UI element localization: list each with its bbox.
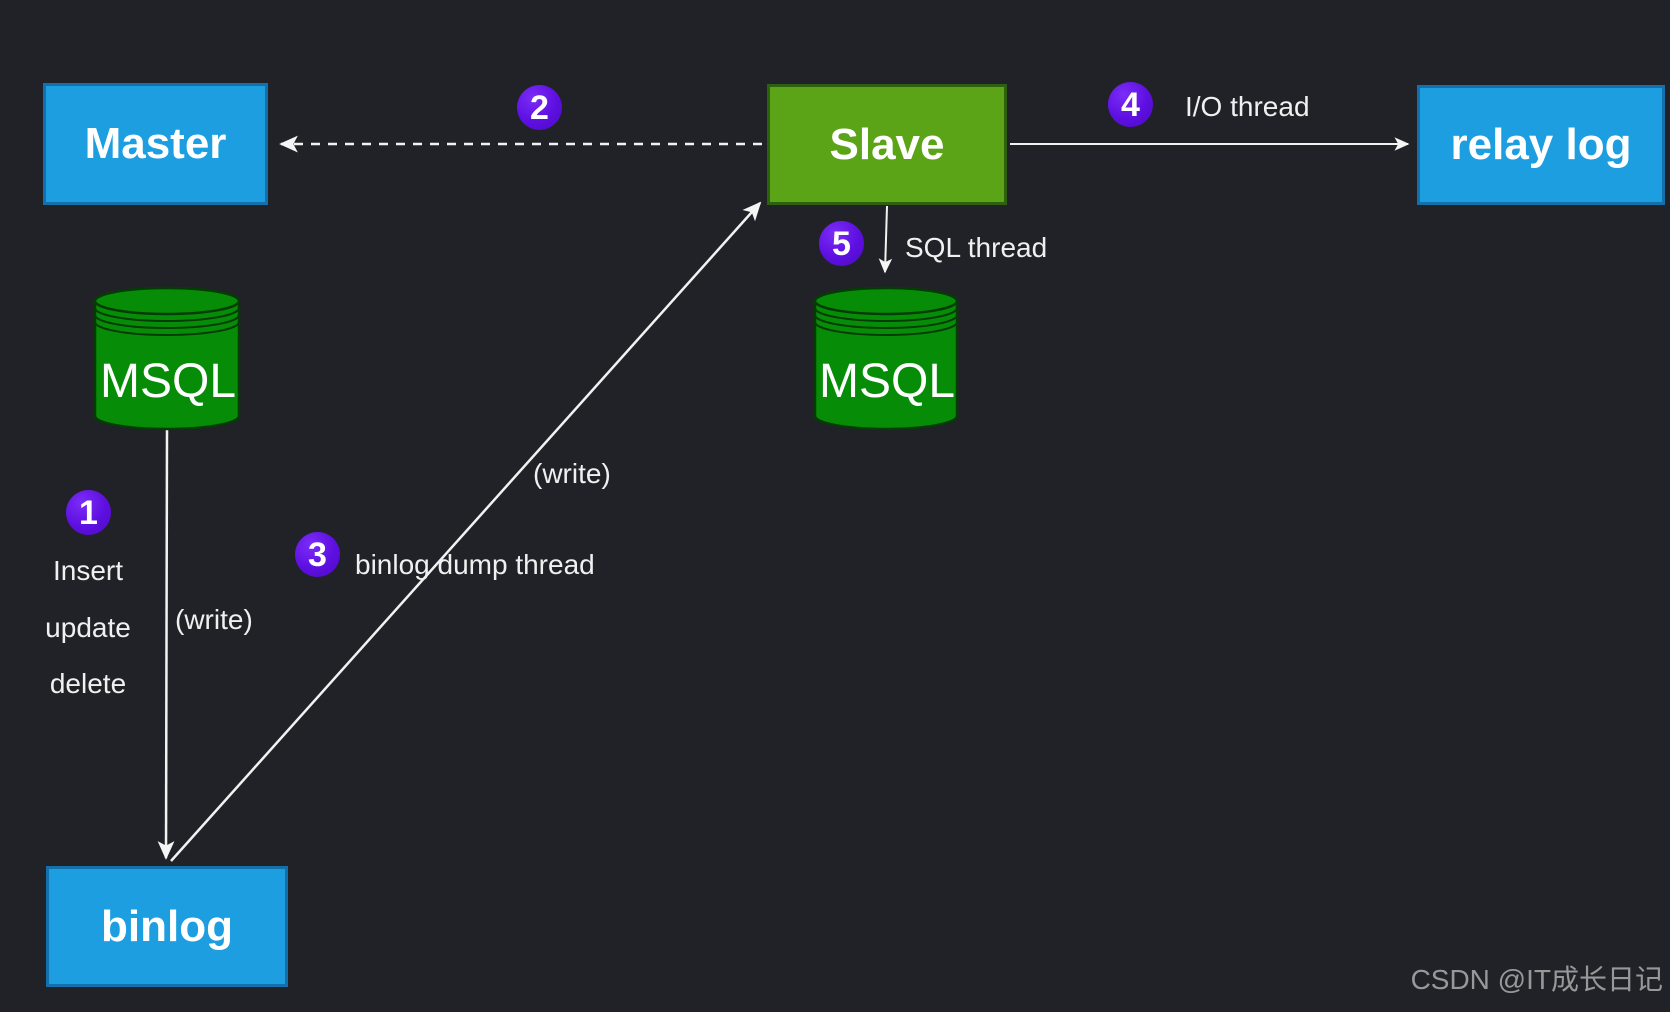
relay-log-node: relay log (1417, 85, 1665, 205)
master-mysql-cylinder (93, 286, 241, 431)
step-3-badge: 3 (295, 532, 340, 577)
step-1-badge: 1 (66, 490, 111, 535)
slave-db-label: MSQL (818, 355, 956, 408)
step-4-badge: 4 (1108, 82, 1153, 127)
master-node-label: Master (84, 119, 227, 168)
csdn-watermark: CSDN @IT成长日记 (1410, 964, 1663, 995)
io-thread-label: I/O thread (1185, 91, 1310, 122)
binlog-dump-thread-label: binlog dump thread (355, 549, 595, 580)
arrow-binlog-to-slave (170, 201, 762, 862)
binlog-node: binlog (46, 866, 288, 987)
slave-mysql-cylinder (813, 286, 959, 431)
relay-log-node-label: relay log (1450, 120, 1632, 169)
arrow-slave-to-mysql (878, 205, 893, 274)
update-label: update (45, 612, 131, 643)
binlog-node-label: binlog (101, 901, 233, 951)
arrow-mysql-to-binlog (157, 429, 175, 860)
delete-label: delete (49, 668, 127, 699)
insert-label: Insert (52, 555, 124, 586)
slave-node: Slave (767, 84, 1007, 205)
step-5-badge: 5 (819, 221, 864, 266)
write-label-dump-thread: (write) (533, 458, 611, 489)
sql-thread-label: SQL thread (905, 232, 1048, 263)
slave-node-label: Slave (829, 119, 945, 169)
write-label-master-binlog: (write) (175, 604, 253, 635)
step-2-badge: 2 (517, 85, 562, 130)
master-node: Master (43, 83, 268, 205)
master-db-label: MSQL (99, 355, 237, 408)
